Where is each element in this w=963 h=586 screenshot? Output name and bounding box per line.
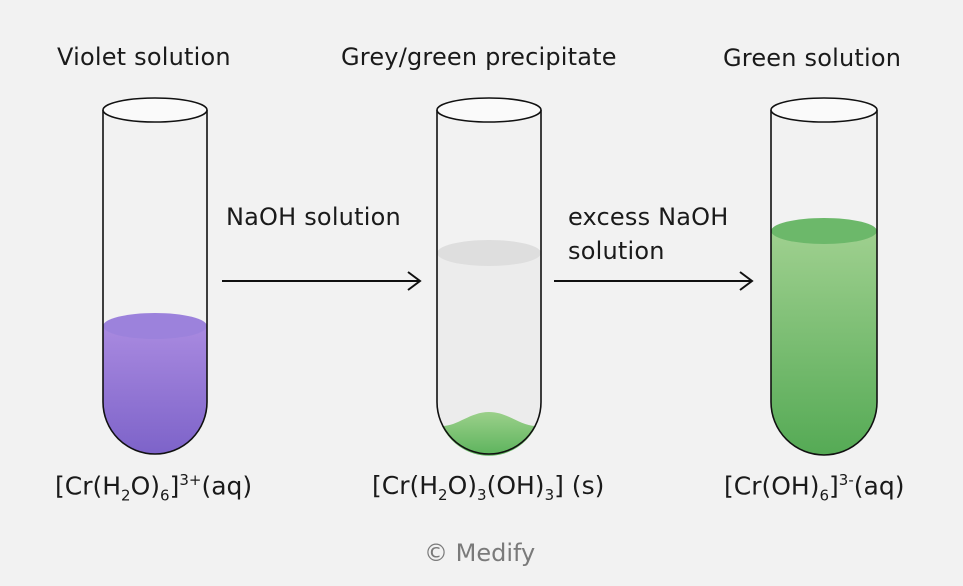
- tube-precipitate: [436, 97, 542, 456]
- grey-liquid-surface: [437, 240, 541, 266]
- tube-green: [770, 97, 878, 456]
- arrow-2: [554, 271, 754, 291]
- violet-liquid-surface: [103, 313, 207, 339]
- green-liquid-surface: [771, 218, 877, 244]
- label-grey-green-precipitate: Grey/green precipitate: [341, 43, 617, 71]
- tube-violet-outline: [102, 110, 208, 455]
- arrow-2-head: [739, 271, 754, 291]
- tube-violet-rim: [102, 97, 208, 123]
- green-liquid: [771, 231, 877, 455]
- label-violet-solution: Violet solution: [57, 43, 231, 71]
- tube-green-rim: [770, 97, 878, 123]
- tube-green-outline: [770, 110, 878, 456]
- formula-violet: [Cr(H2O)6]3+(aq): [55, 471, 253, 505]
- arrow-1-label: NaOH solution: [226, 203, 401, 231]
- tube-precipitate-rim: [436, 97, 542, 123]
- green-precipitate: [442, 412, 536, 456]
- arrow-2-label-line-1: excess NaOH: [568, 203, 729, 231]
- copyright-text: © Medify: [424, 539, 536, 567]
- arrow-1-head: [407, 271, 422, 291]
- grey-liquid: [437, 253, 541, 454]
- label-green-solution: Green solution: [723, 44, 902, 72]
- formula-precipitate: [Cr(H2O)3(OH)3] (s): [372, 471, 605, 504]
- arrow-2-label-line-2: solution: [568, 237, 665, 265]
- tube-violet: [102, 97, 208, 455]
- violet-liquid: [103, 326, 207, 454]
- arrow-1: [222, 271, 422, 291]
- formula-green: [Cr(OH)6]3-(aq): [724, 471, 905, 505]
- tube-precipitate-outline: [436, 110, 542, 455]
